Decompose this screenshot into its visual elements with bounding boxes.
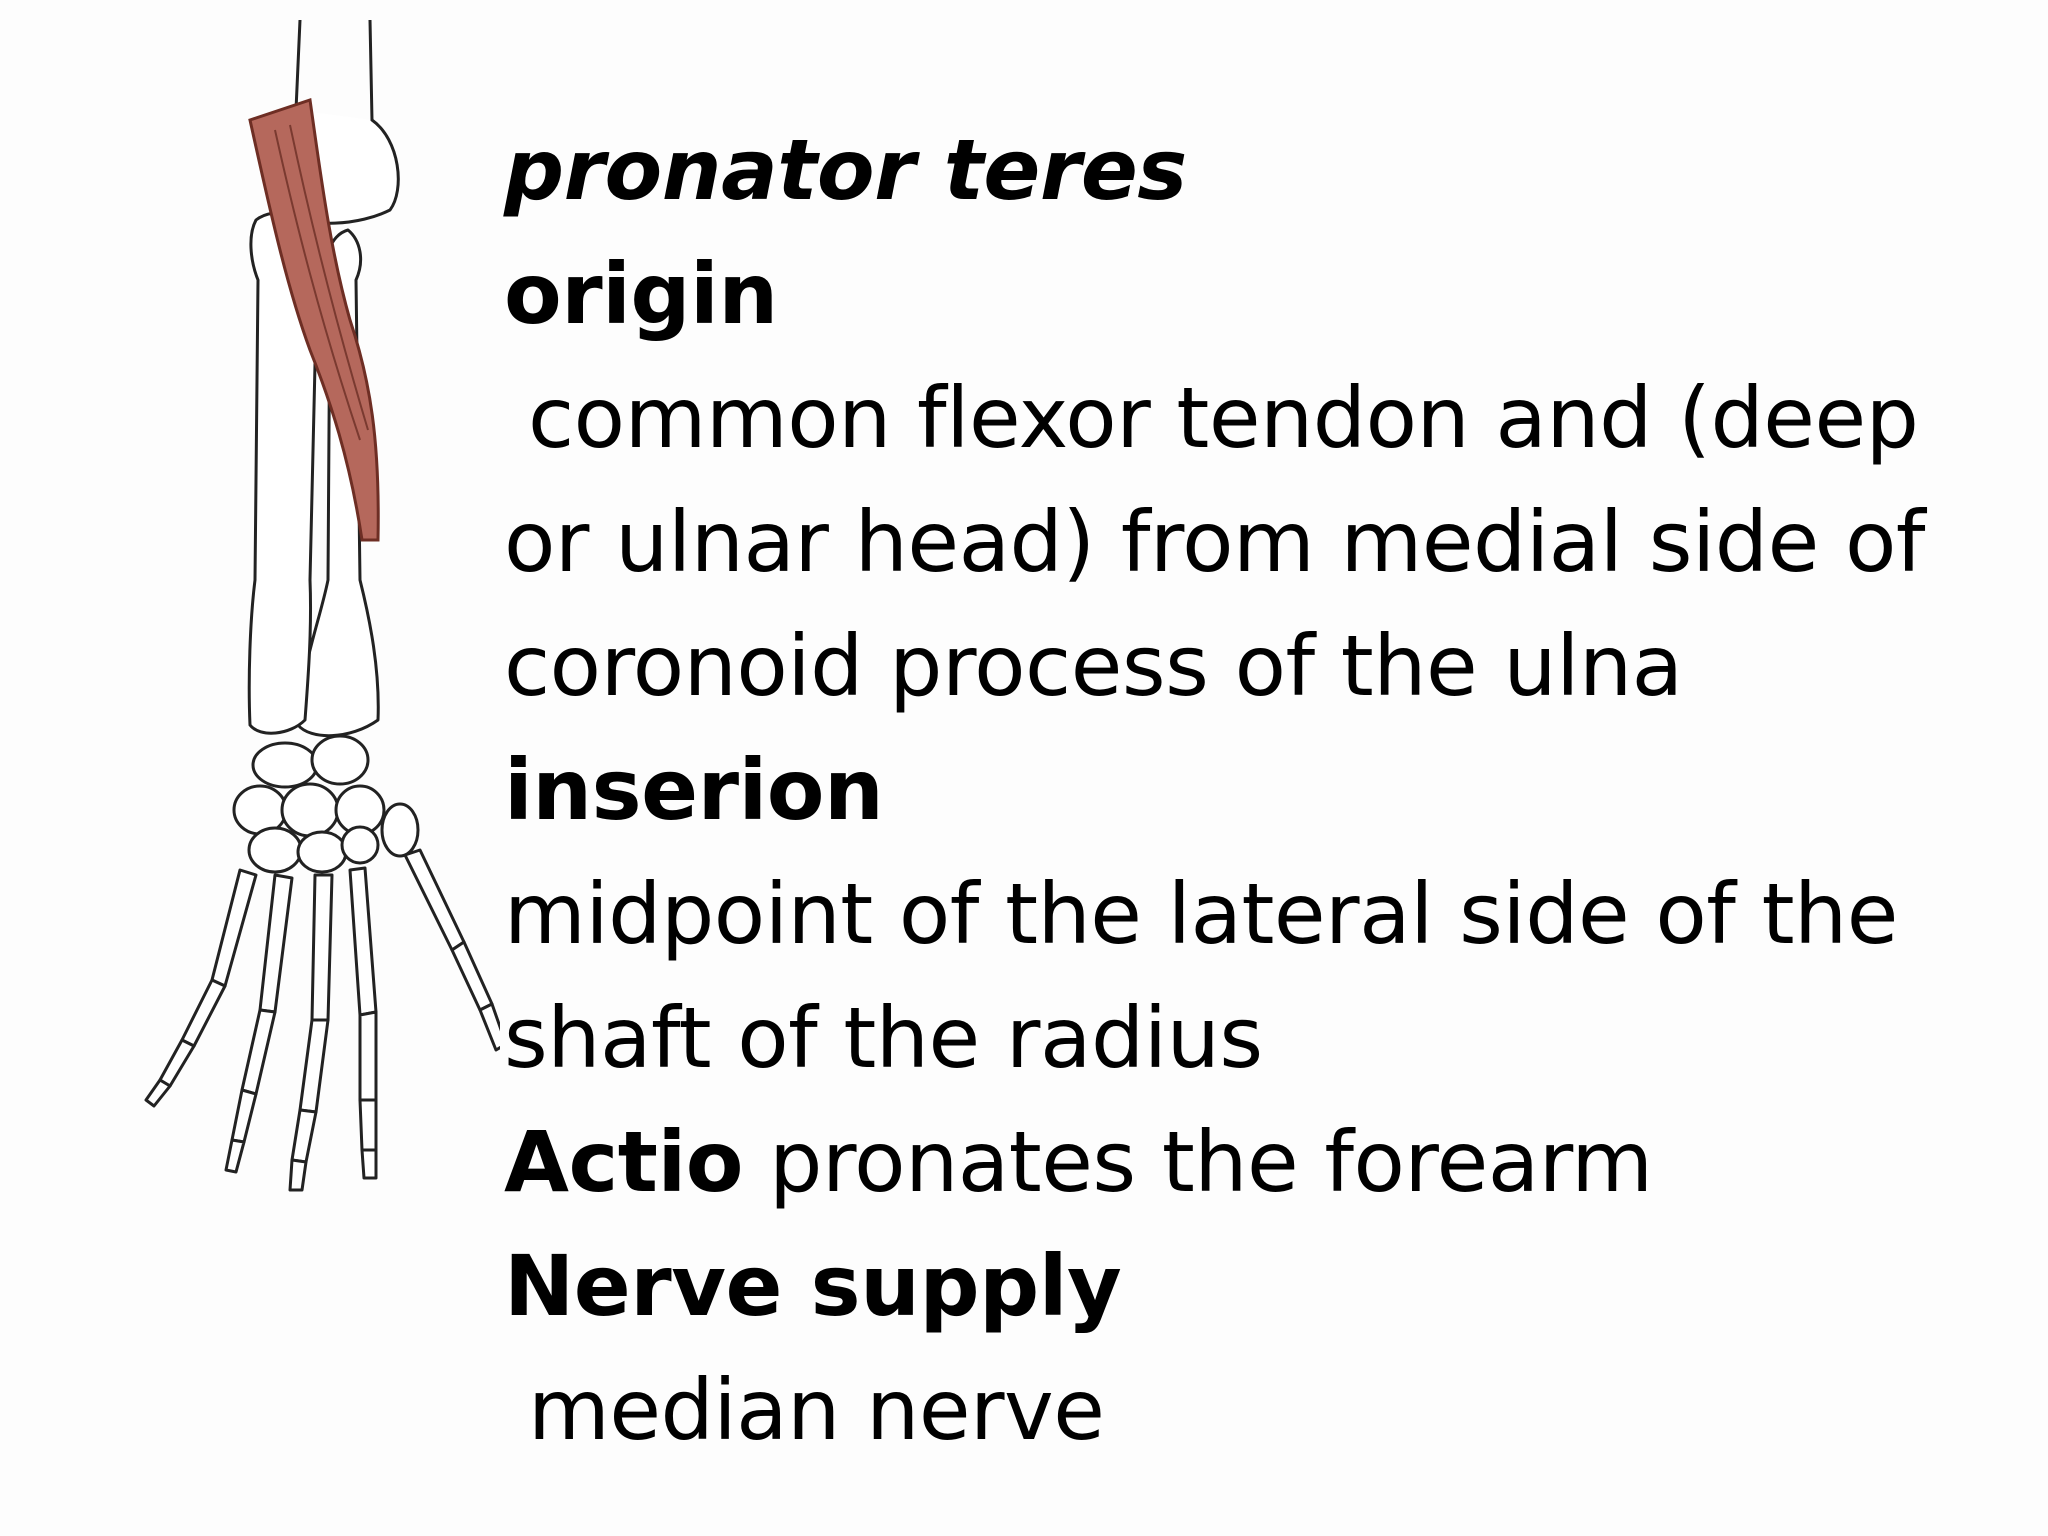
origin-line: coronoid process of the ulna: [504, 617, 1683, 715]
action-line: Actio pronates the forearm: [504, 1100, 2034, 1224]
action-heading: Actio: [504, 1113, 743, 1211]
insertion-line: shaft of the radius: [504, 989, 1263, 1087]
nerve-text: median nerve: [528, 1361, 1105, 1459]
action-text: pronates the forearm: [742, 1113, 1653, 1211]
nerve-heading: Nerve supply: [504, 1237, 1122, 1335]
muscle-fiber-line: [289, 124, 369, 431]
origin-line: or ulnar head) from medial side of: [504, 493, 1925, 591]
bones: [144, 20, 500, 1192]
insertion-line: midpoint of the lateral side of the: [504, 865, 1898, 963]
muscle-title: pronator teres: [504, 121, 1187, 219]
muscle-fiber-line: [274, 129, 361, 441]
insertion-heading: inserion: [504, 741, 884, 839]
origin-heading: origin: [504, 245, 778, 343]
origin-line: common flexor tendon and (deep: [528, 369, 1919, 467]
pronator-teres-muscle: [248, 98, 380, 542]
description-text: pronator teres origin common flexor tend…: [504, 108, 2034, 1472]
forearm-skeleton-illustration: [144, 20, 500, 1192]
